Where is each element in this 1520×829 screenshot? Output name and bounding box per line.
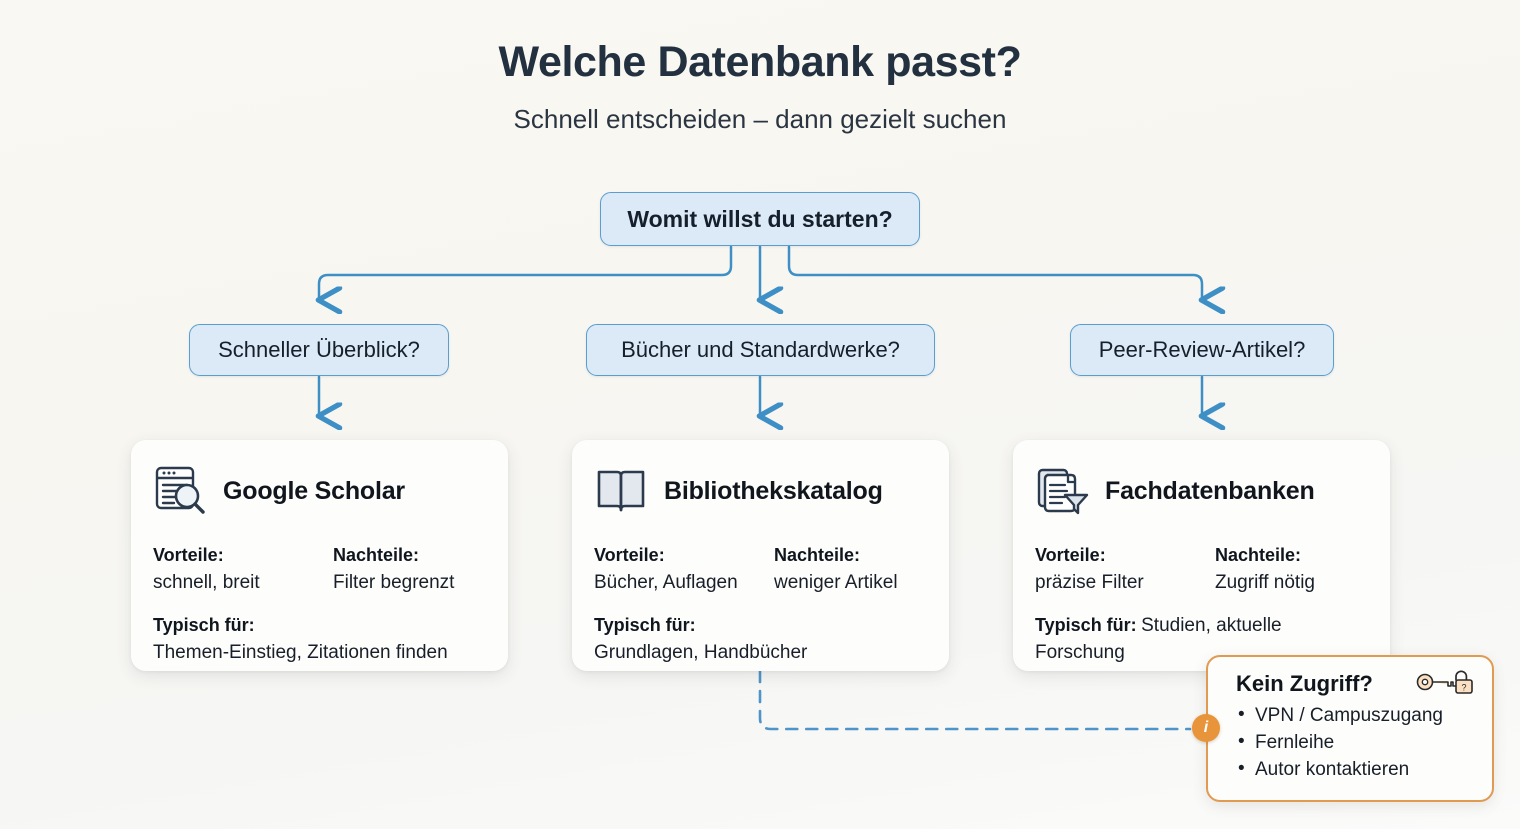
card-title: Google Scholar xyxy=(223,476,405,505)
cons-value: weniger Artikel xyxy=(774,572,898,593)
cons-value: Filter begrenzt xyxy=(333,572,455,593)
open-book-icon xyxy=(597,470,645,512)
info-badge-icon: i xyxy=(1192,714,1220,742)
node-label: Bücher und Standardwerke? xyxy=(621,337,900,362)
callout-title: Kein Zugriff? xyxy=(1236,671,1373,696)
decision-node-root[interactable]: Womit willst du starten? xyxy=(600,192,920,246)
callout-header: Kein Zugriff? ? xyxy=(1236,669,1476,699)
typical-label: Typisch für: xyxy=(1035,614,1137,635)
typical-value: Themen-Einstieg, Zitationen finden xyxy=(153,641,448,663)
decision-node-peer-review[interactable]: Peer-Review-Artikel? xyxy=(1070,324,1334,376)
cons-label: Nachteile: xyxy=(774,545,861,565)
card-body: Vorteile: schnell, breit Nachteile: Filt… xyxy=(153,542,486,666)
no-access-callout[interactable]: Kein Zugriff? ? VPN / Campuszugang Fernl… xyxy=(1206,655,1494,802)
pros-column: Vorteile: präzise Filter xyxy=(1035,542,1215,597)
cons-column: Nachteile: weniger Artikel xyxy=(774,542,927,597)
typical-block: Typisch für: Studien, aktuelle Forschung xyxy=(1035,612,1368,667)
pros-label: Vorteile: xyxy=(1035,545,1106,565)
pros-value: Bücher, Auflagen xyxy=(594,572,738,593)
typical-value: Grundlagen, Handbücher xyxy=(594,641,808,663)
node-label: Schneller Überblick? xyxy=(218,337,420,362)
typical-block: Typisch für: Themen-Einstieg, Zitationen… xyxy=(153,612,486,667)
callout-list: VPN / Campuszugang Fernleihe Autor konta… xyxy=(1236,702,1476,784)
svg-text:?: ? xyxy=(1461,683,1466,693)
typical-value: Studien, aktuelle Forschung xyxy=(1035,614,1282,664)
card-header: Google Scholar xyxy=(153,462,486,520)
cons-column: Nachteile: Filter begrenzt xyxy=(333,542,486,597)
list-item: Fernleihe xyxy=(1236,729,1476,757)
list-item: Autor kontaktieren xyxy=(1236,756,1476,784)
card-body: Vorteile: Bücher, Auflagen Nachteile: we… xyxy=(594,542,927,666)
pros-value: schnell, breit xyxy=(153,572,260,593)
pros-label: Vorteile: xyxy=(594,545,665,565)
pros-value: präzise Filter xyxy=(1035,572,1144,593)
decision-node-books[interactable]: Bücher und Standardwerke? xyxy=(586,324,935,376)
list-item: VPN / Campuszugang xyxy=(1236,702,1476,730)
documents-filter-icon xyxy=(1037,468,1089,515)
cons-label: Nachteile: xyxy=(333,545,420,565)
pros-cons-row: Vorteile: schnell, breit Nachteile: Filt… xyxy=(153,542,486,597)
node-label: Peer-Review-Artikel? xyxy=(1098,337,1306,362)
typical-label: Typisch für: xyxy=(153,614,255,635)
pros-cons-row: Vorteile: präzise Filter Nachteile: Zugr… xyxy=(1035,542,1368,597)
typical-block: Typisch für: Grundlagen, Handbücher xyxy=(594,612,927,667)
result-card-bibliothekskatalog[interactable]: Bibliothekskatalog Vorteile: Bücher, Auf… xyxy=(572,440,949,671)
card-title: Bibliothekskatalog xyxy=(664,476,883,505)
pros-column: Vorteile: Bücher, Auflagen xyxy=(594,542,774,597)
node-label: Womit willst du starten? xyxy=(627,205,893,232)
document-search-icon xyxy=(155,466,205,514)
cons-value: Zugriff nötig xyxy=(1215,572,1315,593)
card-body: Vorteile: präzise Filter Nachteile: Zugr… xyxy=(1035,542,1368,667)
card-header: Fachdatenbanken xyxy=(1035,462,1368,520)
key-unlock-icon: ? xyxy=(1416,670,1473,694)
result-card-google-scholar[interactable]: Google Scholar Vorteile: schnell, breit … xyxy=(131,440,508,671)
cons-label: Nachteile: xyxy=(1215,545,1302,565)
dashed-hint-line xyxy=(758,669,1192,731)
page-title: Welche Datenbank passt? xyxy=(498,38,1022,86)
cons-column: Nachteile: Zugriff nötig xyxy=(1215,542,1368,597)
pros-cons-row: Vorteile: Bücher, Auflagen Nachteile: we… xyxy=(594,542,927,597)
result-card-fachdatenbanken[interactable]: Fachdatenbanken Vorteile: präzise Filter… xyxy=(1013,440,1390,671)
card-header: Bibliothekskatalog xyxy=(594,462,927,520)
typical-label: Typisch für: xyxy=(594,614,696,635)
decision-node-overview[interactable]: Schneller Überblick? xyxy=(189,324,449,376)
card-title: Fachdatenbanken xyxy=(1105,476,1315,505)
pros-label: Vorteile: xyxy=(153,545,224,565)
page-subtitle: Schnell entscheiden – dann gezielt suche… xyxy=(513,104,1007,134)
pros-column: Vorteile: schnell, breit xyxy=(153,542,333,597)
